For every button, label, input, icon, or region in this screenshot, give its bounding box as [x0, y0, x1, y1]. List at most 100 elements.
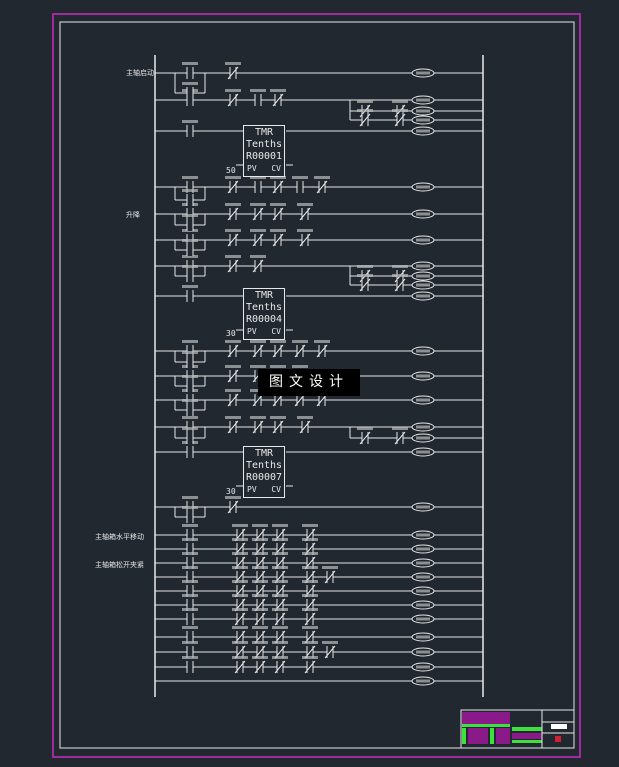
coil-tag — [416, 274, 430, 278]
coil-tag — [416, 238, 430, 242]
contact-tag — [302, 656, 318, 659]
contact-gap — [187, 290, 193, 302]
contact-tag — [182, 580, 198, 583]
title-block-cell — [490, 728, 494, 744]
normally-closed-contact-icon — [227, 66, 239, 80]
contact-gap — [187, 571, 193, 583]
contact-tag — [250, 255, 266, 258]
contact-tag — [182, 496, 198, 499]
contact-tag — [182, 594, 198, 597]
normally-closed-contact-icon — [252, 233, 264, 247]
contact-tag — [225, 89, 241, 92]
contact-gap — [187, 599, 193, 611]
title-block-cell — [468, 728, 488, 744]
contact-tag — [252, 608, 268, 611]
contact-tag — [272, 538, 288, 541]
contact-tag — [232, 552, 248, 555]
contact-tag — [392, 100, 408, 103]
timer-pv: PV — [247, 327, 257, 336]
contact-tag — [270, 416, 286, 419]
title-block-cell — [462, 728, 466, 744]
contact-tag — [392, 265, 408, 268]
timer-id: R00004 — [245, 314, 283, 325]
timer-title: TMR — [254, 290, 274, 301]
timer-mode: Tenths — [245, 302, 283, 313]
timer-title: TMR — [254, 127, 274, 138]
normally-closed-contact-icon — [324, 570, 336, 584]
contact-tag — [182, 506, 198, 509]
label-spindle-start: 主轴启动 — [126, 69, 154, 77]
contact-gap — [187, 557, 193, 569]
normally-closed-contact-icon — [254, 660, 266, 674]
contact-tag — [182, 214, 198, 217]
normally-closed-contact-icon — [234, 612, 246, 626]
contact-tag — [182, 176, 198, 179]
contact-gap — [187, 511, 193, 523]
contact-gap — [187, 67, 193, 79]
coil-tag — [416, 679, 430, 683]
contact-gap — [187, 529, 193, 541]
contact-gap — [255, 181, 261, 193]
timer-cv: CV — [271, 485, 281, 494]
normally-closed-contact-icon — [252, 344, 264, 358]
coil-tag — [416, 71, 430, 75]
normally-closed-contact-icon — [227, 344, 239, 358]
normally-closed-contact-icon — [304, 612, 316, 626]
coil-tag — [416, 294, 430, 298]
normally-closed-contact-icon — [274, 612, 286, 626]
normally-closed-contact-icon — [394, 431, 406, 445]
contact-tag — [302, 608, 318, 611]
normally-closed-contact-icon — [227, 500, 239, 514]
timer-block-1: TMR Tenths R00001 PV CV — [243, 125, 285, 177]
contact-gap — [187, 446, 193, 458]
label-headstock-move: 主轴箱水平移动 — [95, 533, 144, 541]
contact-tag — [252, 641, 268, 644]
contact-tag — [357, 109, 373, 112]
timer-id: R00007 — [245, 472, 283, 483]
coil-tag — [416, 650, 430, 654]
coil-tag — [416, 589, 430, 593]
contact-tag — [182, 340, 198, 343]
contact-tag — [292, 176, 308, 179]
contact-gap — [187, 181, 193, 193]
normally-closed-contact-icon — [227, 93, 239, 107]
contact-tag — [182, 552, 198, 555]
timer-pv: PV — [247, 485, 257, 494]
contact-tag — [270, 340, 286, 343]
contact-tag — [270, 365, 286, 368]
contact-tag — [302, 594, 318, 597]
contact-tag — [272, 656, 288, 659]
contact-tag — [252, 580, 268, 583]
contact-tag — [392, 274, 408, 277]
normally-closed-contact-icon — [252, 207, 264, 221]
title-block-label — [551, 724, 567, 729]
normally-closed-contact-icon — [272, 344, 284, 358]
normally-closed-contact-icon — [316, 180, 328, 194]
contact-tag — [182, 351, 198, 354]
coil-tag — [416, 349, 430, 353]
normally-closed-contact-icon — [234, 660, 246, 674]
contact-tag — [182, 239, 198, 242]
contact-tag — [225, 416, 241, 419]
coil-tag — [416, 533, 430, 537]
coil-tag — [416, 425, 430, 429]
normally-closed-contact-icon — [294, 393, 306, 407]
title-block-cell — [462, 724, 510, 727]
contact-tag — [272, 580, 288, 583]
timer-preset-2: 30 — [226, 329, 236, 338]
contact-tag — [182, 255, 198, 258]
coil-tag — [416, 561, 430, 565]
contact-gap — [255, 94, 261, 106]
contact-tag — [225, 496, 241, 499]
normally-closed-contact-icon — [294, 344, 306, 358]
contact-tag — [182, 626, 198, 629]
contact-tag — [252, 626, 268, 629]
contact-tag — [232, 538, 248, 541]
inner-frame — [59, 21, 575, 749]
timer-mode: Tenths — [245, 139, 283, 150]
contact-tag — [272, 626, 288, 629]
coil-tag — [416, 264, 430, 268]
contact-tag — [252, 538, 268, 541]
contact-tag — [272, 566, 288, 569]
contact-gap — [187, 646, 193, 658]
